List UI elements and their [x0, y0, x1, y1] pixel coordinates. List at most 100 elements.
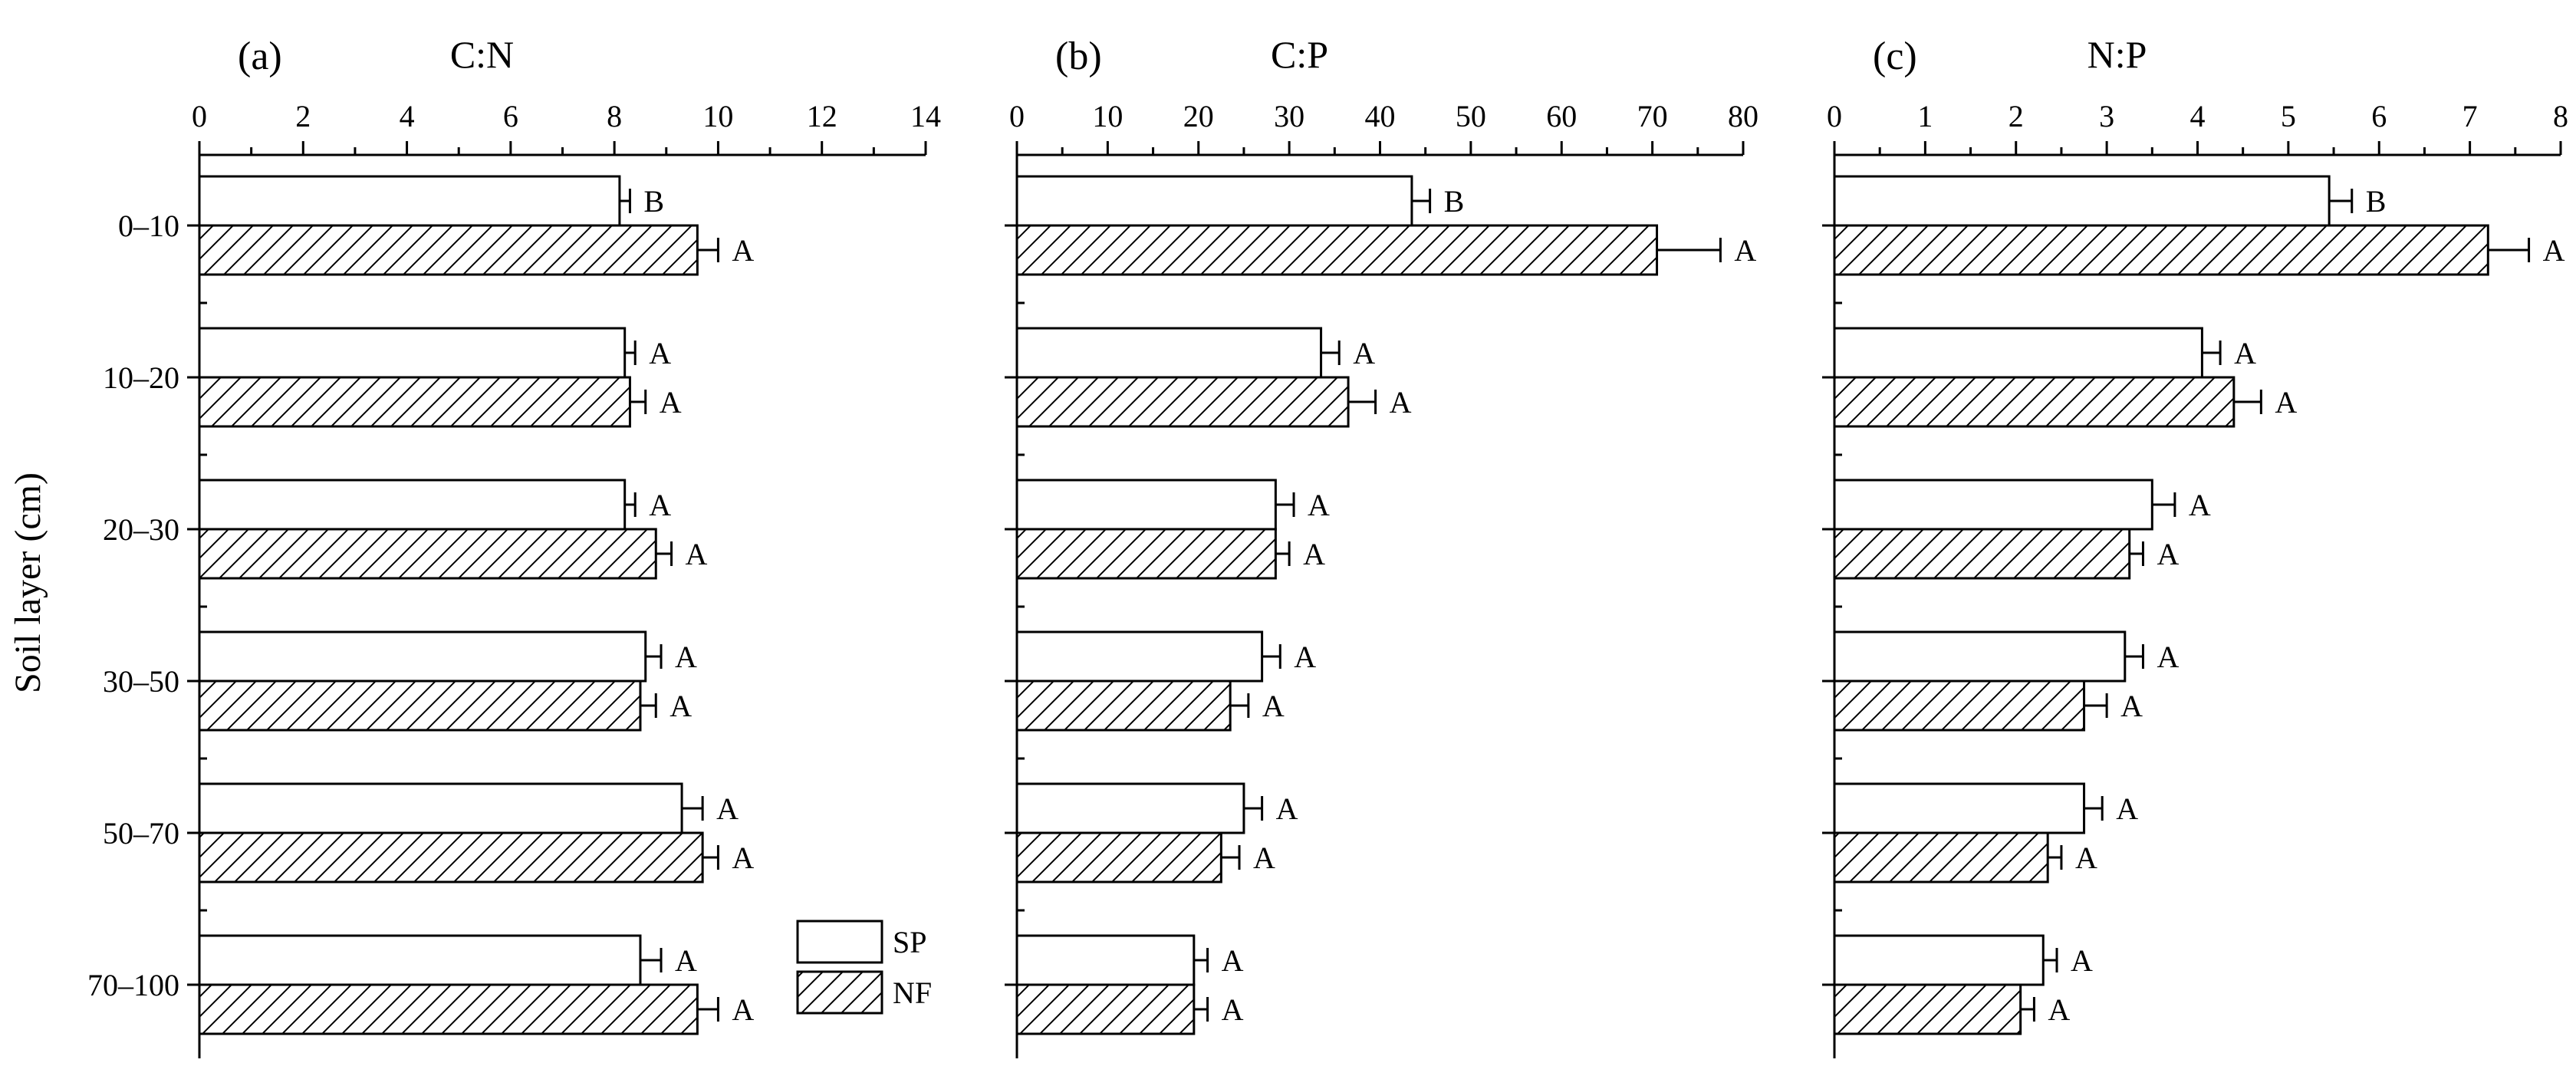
- significance-letter: A: [2189, 488, 2211, 522]
- bar-nf: [1833, 679, 2086, 732]
- bar-sp: [198, 630, 647, 683]
- bar-sp: [198, 479, 627, 531]
- significance-letter: A: [686, 537, 708, 571]
- significance-letter: A: [1262, 689, 1285, 723]
- bar-sp: [1015, 630, 1264, 683]
- significance-letter: B: [643, 184, 664, 219]
- bar-nf: [198, 831, 704, 884]
- bar-nf: [1833, 528, 2131, 580]
- significance-letter: A: [1353, 336, 1375, 370]
- bar-nf: [198, 528, 657, 580]
- bar-sp: [1015, 782, 1245, 834]
- significance-letter: B: [2366, 184, 2387, 219]
- bar-sp: [1833, 782, 2086, 834]
- significance-letter: A: [675, 943, 697, 978]
- x-tick-label: 12: [807, 99, 837, 133]
- bar-sp: [1833, 479, 2153, 531]
- y-tick-label: 0–10: [118, 209, 179, 243]
- x-tick-label: 14: [910, 99, 941, 133]
- bar-sp: [198, 175, 621, 227]
- x-tick-label: 4: [400, 99, 415, 133]
- significance-letter: A: [1308, 488, 1330, 522]
- significance-letter: A: [2075, 841, 2097, 875]
- significance-letter: A: [2275, 385, 2297, 420]
- bar-sp: [1833, 934, 2045, 986]
- x-tick-label: 1: [1917, 99, 1933, 133]
- bar-sp: [1015, 175, 1413, 227]
- legend: SP NF: [796, 920, 932, 1015]
- significance-letter: A: [1734, 233, 1756, 268]
- bar-nf: [1833, 376, 2235, 428]
- y-tick-label: 20–30: [103, 512, 179, 547]
- bar-nf: [1015, 679, 1232, 732]
- bar-nf: [1833, 831, 2049, 884]
- significance-letter: A: [2157, 640, 2179, 674]
- bar-nf: [1015, 983, 1196, 1035]
- bar-sp: [1015, 934, 1196, 986]
- significance-letter: A: [649, 336, 671, 370]
- bar-nf: [198, 376, 631, 428]
- bar-nf: [1015, 528, 1277, 580]
- significance-letter: A: [2071, 943, 2093, 978]
- x-tick-label: 6: [2371, 99, 2387, 133]
- bar-sp: [1833, 630, 2127, 683]
- bar-sp: [1833, 327, 2203, 379]
- bar-sp: [198, 327, 627, 379]
- panel-label: (b): [1055, 35, 1102, 78]
- significance-letter: A: [1222, 943, 1244, 978]
- y-axis-label: Soil layer (cm): [8, 472, 48, 693]
- x-tick-label: 4: [2190, 99, 2206, 133]
- significance-letter: A: [669, 689, 692, 723]
- significance-letter: A: [2120, 689, 2143, 723]
- significance-letter: A: [2234, 336, 2256, 370]
- significance-letter: A: [732, 841, 754, 875]
- y-tick-label: 10–20: [103, 360, 179, 395]
- legend-swatch-nf: [796, 970, 883, 1015]
- significance-letter: A: [1253, 841, 1275, 875]
- x-tick-label: 0: [1009, 99, 1025, 133]
- bar-sp: [1833, 175, 2331, 227]
- x-tick-label: 40: [1365, 99, 1396, 133]
- x-tick-label: 0: [192, 99, 207, 133]
- bar-nf: [1015, 224, 1659, 276]
- x-tick-label: 2: [2008, 99, 2024, 133]
- x-tick-label: 8: [607, 99, 622, 133]
- significance-letter: A: [2116, 791, 2138, 826]
- panel-title: C:P: [1271, 33, 1328, 76]
- x-tick-label: 2: [295, 99, 311, 133]
- significance-letter: A: [2048, 992, 2070, 1027]
- bar-nf: [1015, 831, 1222, 884]
- significance-letter: A: [1390, 385, 1412, 420]
- x-tick-label: 50: [1456, 99, 1486, 133]
- significance-letter: A: [1276, 791, 1298, 826]
- x-tick-label: 20: [1183, 99, 1214, 133]
- x-tick-label: 8: [2553, 99, 2568, 133]
- significance-letter: A: [649, 488, 671, 522]
- significance-letter: A: [1222, 992, 1244, 1027]
- bar-nf: [1015, 376, 1350, 428]
- x-tick-label: 5: [2281, 99, 2296, 133]
- significance-letter: A: [2543, 233, 2565, 268]
- panel-title: N:P: [2087, 33, 2147, 76]
- x-tick-label: 30: [1274, 99, 1304, 133]
- y-tick-label: 70–100: [87, 968, 179, 1002]
- significance-letter: B: [1444, 184, 1465, 219]
- x-tick-label: 60: [1546, 99, 1577, 133]
- panel-label: (c): [1873, 35, 1917, 78]
- panel-label: (a): [238, 35, 282, 78]
- significance-letter: A: [1303, 537, 1325, 571]
- bar-sp: [198, 782, 683, 834]
- significance-letter: A: [675, 640, 697, 674]
- bar-nf: [198, 679, 642, 732]
- x-tick-label: 70: [1637, 99, 1668, 133]
- x-tick-label: 6: [503, 99, 518, 133]
- bar-nf: [1833, 983, 2022, 1035]
- y-tick-label: 50–70: [103, 816, 179, 851]
- panel-title: C:N: [450, 33, 514, 76]
- bar-sp: [1015, 479, 1277, 531]
- legend-label-nf: NF: [893, 976, 932, 1010]
